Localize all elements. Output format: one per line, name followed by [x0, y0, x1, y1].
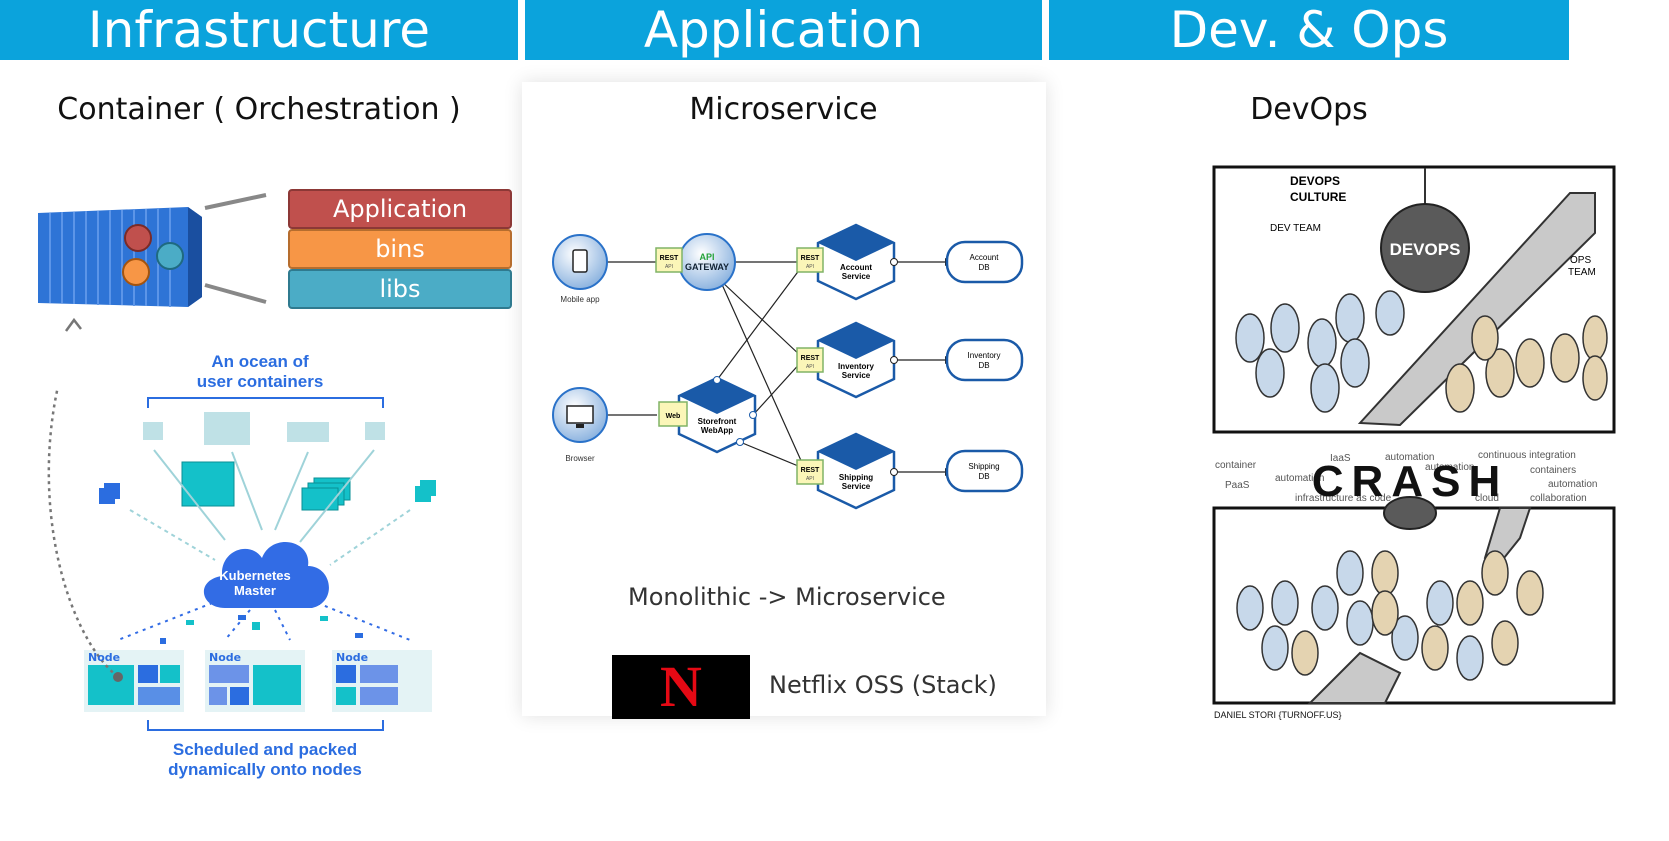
svg-text:Service: Service [842, 371, 871, 380]
header-infrastructure: Infrastructure [0, 0, 518, 60]
application-subtitle: Microservice [689, 92, 878, 127]
monolithic-to-microservice-text: Monolithic -> Microservice [628, 583, 946, 611]
stack-application: Application [288, 189, 512, 229]
bins-circle [122, 258, 150, 286]
svg-text:infrastructure as code: infrastructure as code [1295, 493, 1392, 504]
svg-text:container: container [1215, 460, 1257, 471]
svg-text:API: API [806, 264, 814, 270]
svg-text:REST: REST [801, 255, 820, 262]
libs-circle [156, 242, 184, 270]
svg-text:API: API [699, 252, 714, 262]
svg-text:DEV TEAM: DEV TEAM [1270, 223, 1321, 234]
microservice-diagram: Mobile app Browser REST API REST API RES… [552, 223, 1024, 510]
svg-text:REST: REST [801, 355, 820, 362]
svg-text:automation: automation [1425, 462, 1474, 473]
header-application: Application [525, 0, 1042, 60]
svg-text:DANIEL STORI {TURNOFF.US}: DANIEL STORI {TURNOFF.US} [1214, 710, 1342, 720]
svg-text:REST: REST [660, 255, 679, 262]
svg-text:CULTURE: CULTURE [1290, 190, 1346, 204]
node-label-3: Node [336, 651, 369, 664]
svg-text:Service: Service [842, 272, 871, 281]
svg-text:REST: REST [801, 467, 820, 474]
stack-libs: libs [288, 269, 512, 309]
svg-text:Shipping: Shipping [968, 462, 999, 471]
svg-text:GATEWAY: GATEWAY [685, 262, 729, 272]
svg-text:Account: Account [840, 263, 872, 272]
shipping-container-icon [38, 207, 202, 307]
svg-text:Inventory: Inventory [838, 362, 875, 371]
scheduled-label: Scheduled and packed dynamically onto no… [168, 740, 362, 779]
svg-text:Shipping: Shipping [839, 473, 873, 482]
svg-text:TEAM: TEAM [1568, 267, 1596, 278]
svg-text:automation: automation [1385, 452, 1434, 463]
svg-text:DB: DB [978, 361, 989, 370]
header-devops: Dev. & Ops [1049, 0, 1569, 60]
svg-text:OPS: OPS [1570, 255, 1591, 266]
netflix-oss-text: Netflix OSS (Stack) [769, 671, 997, 699]
svg-text:collaboration: collaboration [1530, 493, 1587, 504]
node-label-1: Node [88, 651, 121, 664]
svg-text:Storefront: Storefront [698, 417, 737, 426]
svg-text:Mobile app: Mobile app [560, 295, 600, 304]
app-circle [124, 224, 152, 252]
devops-comic: DEVOPS DEVOPS CULTURE DEV TEAM OPS TEAM … [1212, 165, 1616, 720]
svg-text:DEVOPS: DEVOPS [1390, 240, 1461, 259]
svg-text:API: API [665, 264, 673, 270]
svg-text:PaaS: PaaS [1225, 480, 1250, 491]
ocean-label: An ocean of user containers [196, 352, 324, 391]
stack-bins: bins [288, 229, 512, 269]
svg-text:Browser: Browser [565, 454, 595, 463]
svg-text:Inventory: Inventory [968, 351, 1001, 360]
svg-text:API: API [806, 364, 814, 370]
svg-text:continuous integration: continuous integration [1478, 450, 1576, 461]
svg-text:Account: Account [970, 253, 1000, 262]
infrastructure-subtitle: Container ( Orchestration ) [57, 92, 461, 127]
svg-text:Web: Web [666, 413, 681, 420]
devops-subtitle: DevOps [1250, 92, 1368, 127]
arrow-up-icon [64, 317, 82, 332]
svg-text:containers: containers [1530, 465, 1576, 476]
svg-text:automation: automation [1548, 479, 1597, 490]
stack-connector [204, 193, 267, 304]
svg-text:WebApp: WebApp [701, 426, 733, 435]
application-panel [522, 82, 1046, 716]
svg-text:DEVOPS: DEVOPS [1290, 174, 1340, 188]
svg-text:IaaS: IaaS [1330, 453, 1351, 464]
svg-text:automation: automation [1275, 473, 1324, 484]
kubernetes-diagram [47, 390, 436, 731]
svg-text:API: API [806, 476, 814, 482]
netflix-logo: N [612, 655, 750, 719]
svg-text:DB: DB [978, 472, 989, 481]
svg-text:cloud: cloud [1475, 493, 1499, 504]
svg-text:DB: DB [978, 263, 989, 272]
svg-text:Service: Service [842, 482, 871, 491]
node-label-2: Node [209, 651, 242, 664]
kubernetes-master-label: Kubernetes Master [219, 568, 291, 598]
